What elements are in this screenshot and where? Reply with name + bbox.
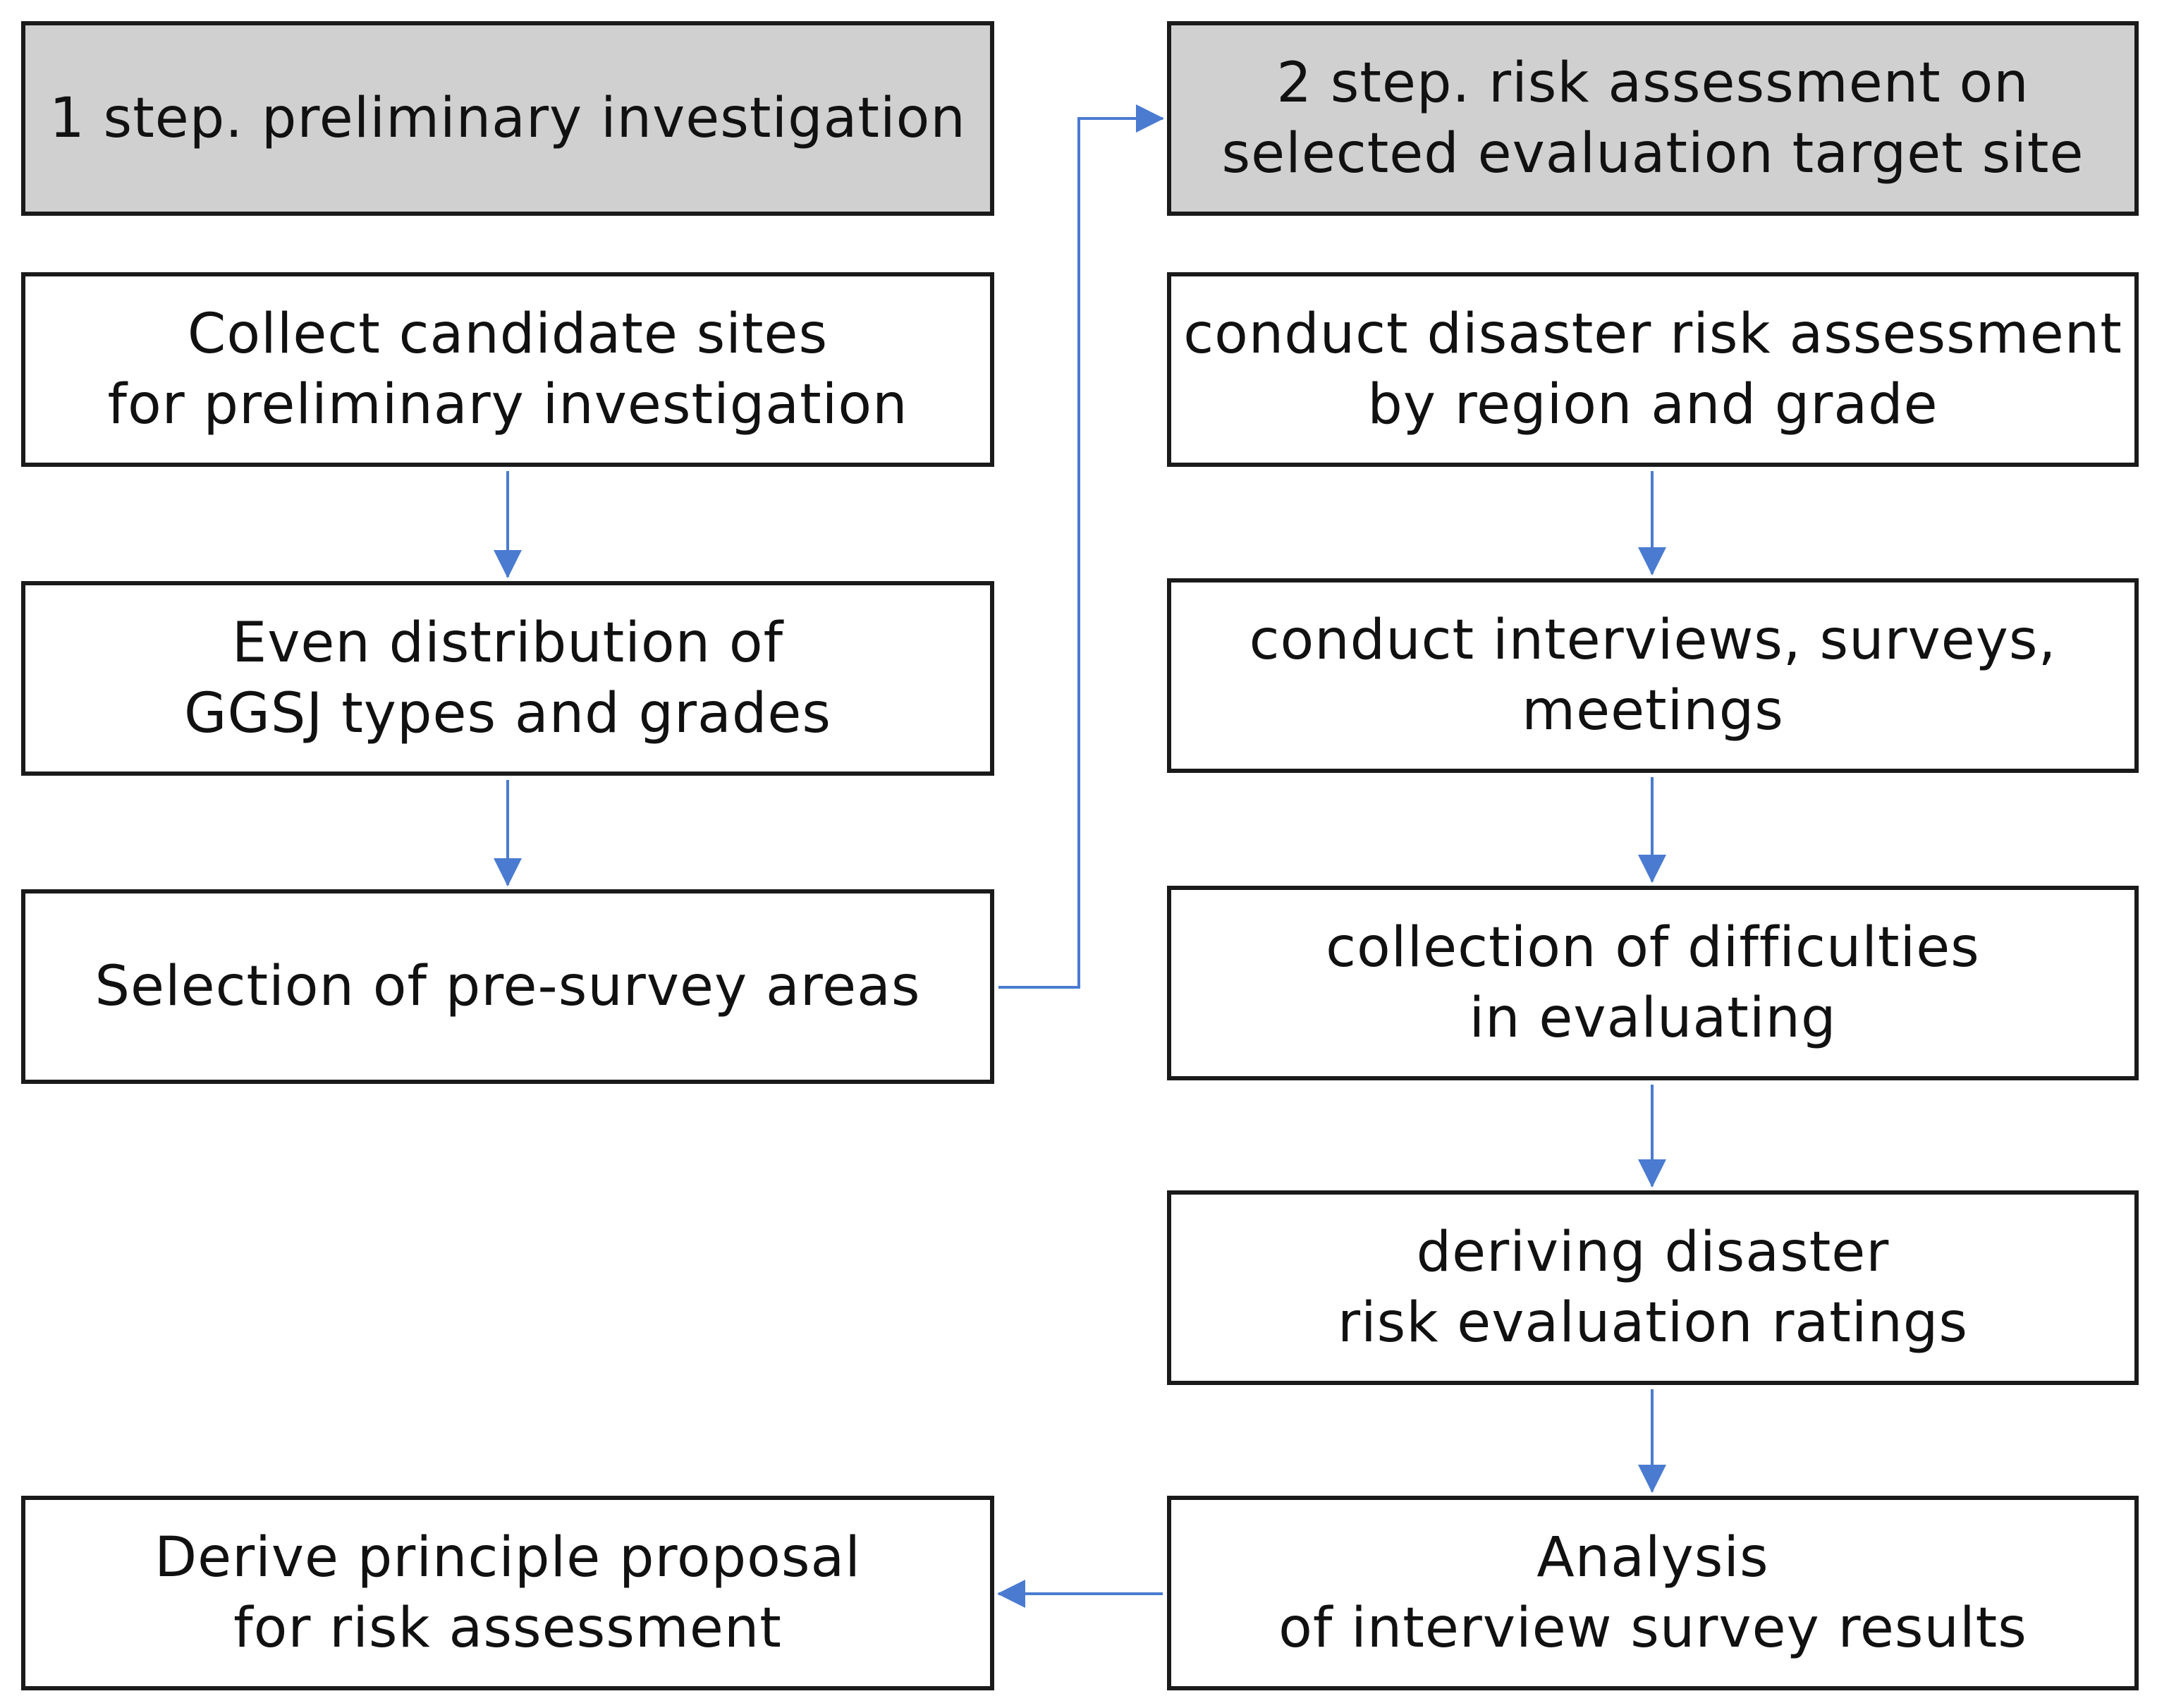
analysis-survey-results-line-1: Analysis xyxy=(1536,1526,1769,1590)
disaster-risk-assessment-line-2: by region and grade xyxy=(1367,373,1938,437)
deriving-ratings-line-1: deriving disaster xyxy=(1416,1221,1890,1284)
derive-principle-proposal-box: Derive principle proposal for risk asses… xyxy=(21,1496,994,1690)
even-distribution-box: Even distribution of GGSJ types and grad… xyxy=(21,581,994,776)
derive-principle-proposal-line-2: for risk assessment xyxy=(233,1597,782,1660)
even-distribution-line-1: Even distribution of xyxy=(231,611,784,675)
arrowhead-interviews-to-difficulties xyxy=(1638,855,1666,883)
step2-header-line-2: selected evaluation target site xyxy=(1221,122,2084,185)
analysis-survey-results-box: Analysis of interview survey results xyxy=(1167,1496,2139,1690)
collection-difficulties-line-2: in evaluating xyxy=(1469,987,1837,1050)
collect-candidate-sites-line-2: for preliminary investigation xyxy=(107,373,908,437)
interviews-surveys-box: conduct interviews, surveys, meetings xyxy=(1167,578,2139,773)
step2-header-box: 2 step. risk assessment on selected eval… xyxy=(1167,21,2139,216)
arrowhead-difficulties-to-ratings xyxy=(1638,1159,1666,1188)
analysis-survey-results-line-2: of interview survey results xyxy=(1278,1597,2027,1660)
arrowhead-analysis-to-derive xyxy=(997,1580,1025,1608)
step2-header-line-1: 2 step. risk assessment on xyxy=(1276,51,2029,115)
disaster-risk-assessment-line-1: conduct disaster risk assessment xyxy=(1183,303,2122,366)
arrowhead-assessment-to-interviews xyxy=(1638,547,1666,575)
derive-principle-proposal-line-1: Derive principle proposal xyxy=(154,1526,861,1590)
even-distribution-line-2: GGSJ types and grades xyxy=(184,682,831,745)
arrowhead-ratings-to-analysis xyxy=(1638,1465,1666,1493)
step1-header-box: 1 step. preliminary investigation xyxy=(21,21,994,216)
arrowhead-collect-to-even xyxy=(494,550,522,578)
arrowhead-even-to-selection xyxy=(494,858,522,886)
step1-header-line-1: 1 step. preliminary investigation xyxy=(49,87,966,150)
interviews-surveys-line-1: conduct interviews, surveys, xyxy=(1249,609,2057,672)
collection-difficulties-box: collection of difficulties in evaluating xyxy=(1167,886,2139,1080)
disaster-risk-assessment-box: conduct disaster risk assessment by regi… xyxy=(1167,272,2139,467)
collect-candidate-sites-line-1: Collect candidate sites xyxy=(187,303,829,366)
collection-difficulties-line-1: collection of difficulties xyxy=(1326,916,1980,980)
deriving-ratings-line-2: risk evaluation ratings xyxy=(1337,1291,1969,1355)
selection-pre-survey-box: Selection of pre-survey areas xyxy=(21,889,994,1084)
arrowhead-selection-to-step2 xyxy=(1136,104,1164,133)
deriving-ratings-box: deriving disaster risk evaluation rating… xyxy=(1167,1190,2139,1385)
collect-candidate-sites-box: Collect candidate sites for preliminary … xyxy=(21,272,994,467)
arrow-selection-to-step2 xyxy=(998,117,1163,989)
selection-pre-survey-line-1: Selection of pre-survey areas xyxy=(94,955,921,1018)
interviews-surveys-line-2: meetings xyxy=(1522,679,1784,743)
